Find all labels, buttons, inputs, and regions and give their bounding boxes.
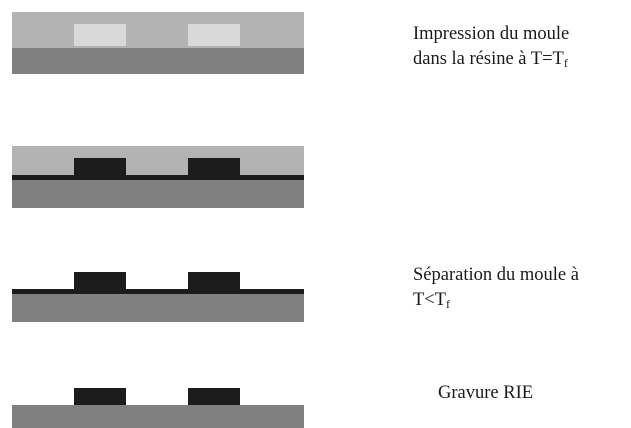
caption-rie-etch: Gravure RIE [438, 381, 533, 406]
resin-layer [12, 12, 304, 48]
step-4-rie-etch [12, 388, 304, 428]
step-2-pressed [12, 146, 304, 208]
caption-impression-line1: Impression du moule [413, 24, 570, 44]
pattern-feature-left [74, 388, 126, 405]
pattern-feature-right [188, 388, 240, 405]
caption-impression: Impression du moule dans la résine à T=T… [413, 22, 569, 72]
mold-feature-left [74, 24, 126, 46]
pattern-feature-right [188, 272, 240, 292]
caption-separation-line1: Séparation du moule à [413, 265, 579, 285]
substrate [12, 294, 304, 322]
step-1-impression [12, 12, 304, 74]
caption-impression-line2: dans la résine à T=T [413, 49, 564, 69]
substrate [12, 48, 304, 74]
pattern-feature-right [188, 158, 240, 178]
substrate [12, 180, 304, 208]
caption-separation-line2: T<T [413, 290, 447, 310]
pattern-feature-left [74, 158, 126, 178]
step-3-separation [12, 272, 304, 322]
caption-separation: Séparation du moule à T<Tf [413, 263, 579, 313]
caption-separation-subscript: f [446, 297, 451, 311]
caption-impression-subscript: f [563, 56, 568, 70]
mold-feature-right [188, 24, 240, 46]
pattern-film [12, 175, 304, 180]
pattern-feature-left [74, 272, 126, 292]
substrate [12, 405, 304, 428]
resin-layer [12, 146, 304, 175]
pattern-film [12, 289, 304, 294]
caption-rie-etch-line1: Gravure RIE [438, 383, 534, 403]
